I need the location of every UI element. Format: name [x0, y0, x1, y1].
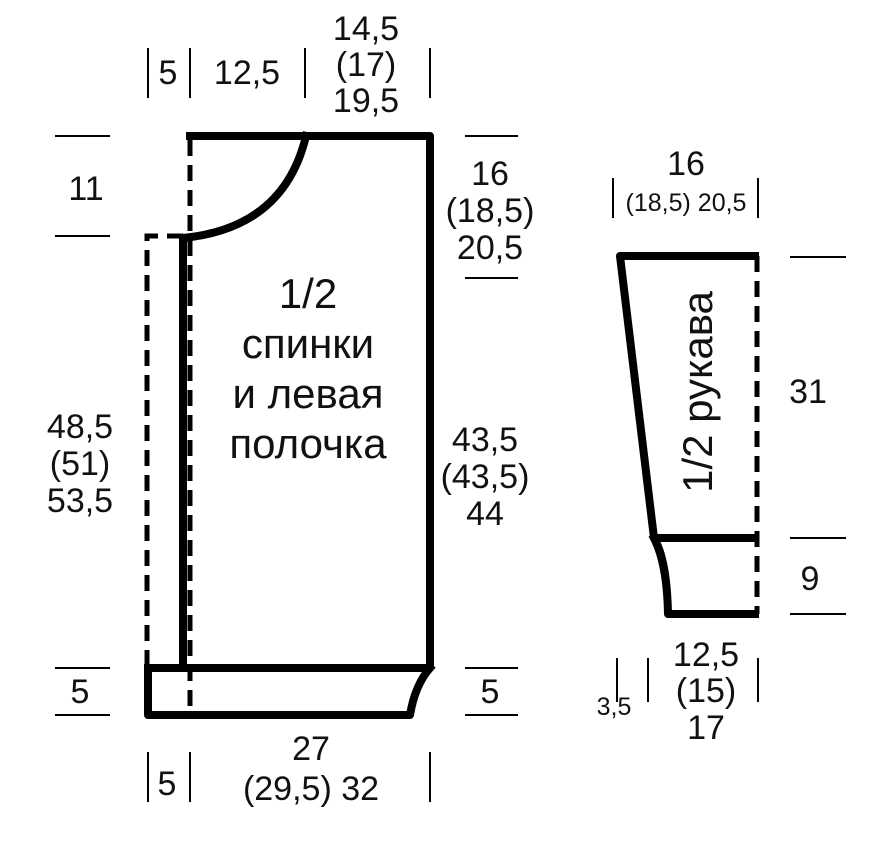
hem-left-label: 5 — [71, 673, 90, 711]
side-length-label-1: 43,5 — [452, 421, 518, 459]
sleeve-cuff-width-label-3: 17 — [687, 709, 725, 747]
bottom-width-label-2: (29,5) 32 — [243, 770, 379, 808]
body-title-line-4: полочка — [229, 420, 387, 467]
sleeve-markers: 16 (18,5) 20,5 31 9 3,5 12,5 (15) 17 — [597, 145, 846, 747]
sleeve-cuff-width-label-1: 12,5 — [673, 636, 739, 674]
armhole-label-2: (18,5) — [446, 192, 535, 230]
neck-depth-label: 11 — [68, 170, 103, 208]
body-outline — [144, 132, 434, 672]
placket-outline — [144, 233, 183, 715]
sleeve-cuff-width-label-2: (15) — [676, 672, 736, 710]
left-markers: 11 48,5 (51) 53,5 5 — [47, 135, 113, 716]
bottom-width-label-1: 27 — [292, 730, 330, 768]
sleeve-title: 1/2 рукава — [674, 290, 721, 492]
bottom-markers: 5 27 (29,5) 32 — [147, 730, 431, 808]
armhole-label-1: 16 — [471, 155, 509, 193]
neck-width-label-3: 19,5 — [333, 82, 399, 120]
shoulder-width-label: 12,5 — [214, 54, 280, 92]
bottom-placket-label: 5 — [158, 765, 177, 803]
sleeve-cuff-offset-label: 3,5 — [597, 693, 632, 721]
sleeve-top-width-label-1: 16 — [667, 145, 705, 183]
body-piece: 1/2 спинки и левая полочка — [144, 131, 436, 719]
body-title-line-2: спинки — [242, 320, 374, 367]
hem-right-label: 5 — [481, 673, 500, 711]
sleeve-length-label: 31 — [789, 373, 827, 411]
sleeve-cuff-label: 9 — [801, 560, 820, 598]
side-length-label-3: 44 — [466, 495, 504, 533]
sleeve-cuff-outline — [648, 532, 759, 618]
sleeve-outline — [616, 252, 759, 542]
side-length-label-2: (43,5) — [441, 458, 530, 496]
body-title-line-3: и левая — [233, 370, 384, 417]
sleeve-piece: 1/2 рукава — [616, 252, 760, 618]
neck-width-label-1: 14,5 — [333, 10, 399, 48]
neck-width-label-2: (17) — [336, 46, 396, 84]
armhole-label-3: 20,5 — [457, 229, 523, 267]
placket-width-label: 5 — [159, 54, 178, 92]
body-right-markers: 16 (18,5) 20,5 43,5 (43,5) 44 5 — [441, 135, 535, 716]
body-title-line-1: 1/2 — [279, 270, 337, 317]
neck-curve — [178, 131, 311, 243]
front-length-label-3: 53,5 — [47, 482, 113, 520]
sleeve-top-width-label-2: (18,5) 20,5 — [626, 189, 747, 217]
front-length-label-2: (51) — [50, 445, 110, 483]
hem-band — [144, 662, 436, 719]
front-length-label-1: 48,5 — [47, 408, 113, 446]
top-width-markers: 5 12,5 14,5 (17) 19,5 — [147, 10, 431, 120]
